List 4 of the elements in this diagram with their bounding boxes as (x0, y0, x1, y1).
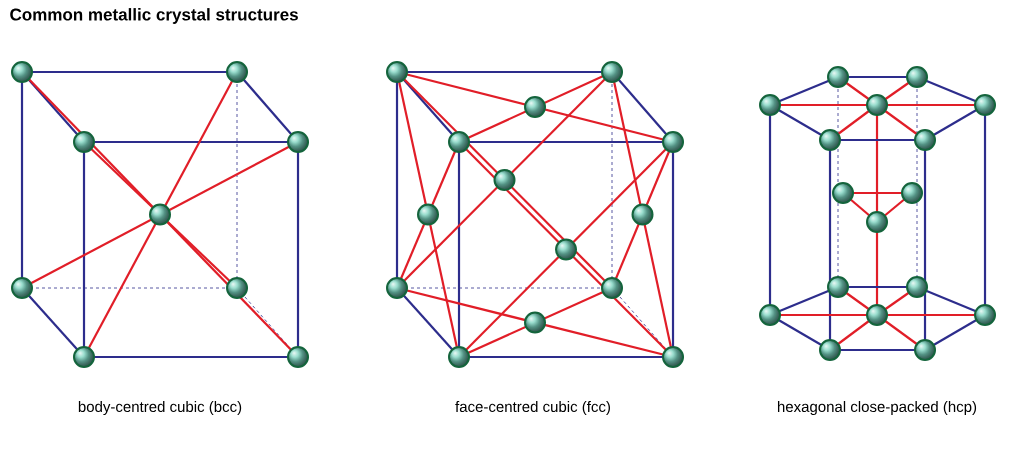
caption: body-centred cubic (bcc) (78, 401, 242, 415)
caption: hexagonal close-packed (hcp) (778, 401, 977, 415)
title: Common metallic crystal structures (10, 8, 298, 24)
caption: face-centred cubic (fcc) (455, 401, 610, 415)
